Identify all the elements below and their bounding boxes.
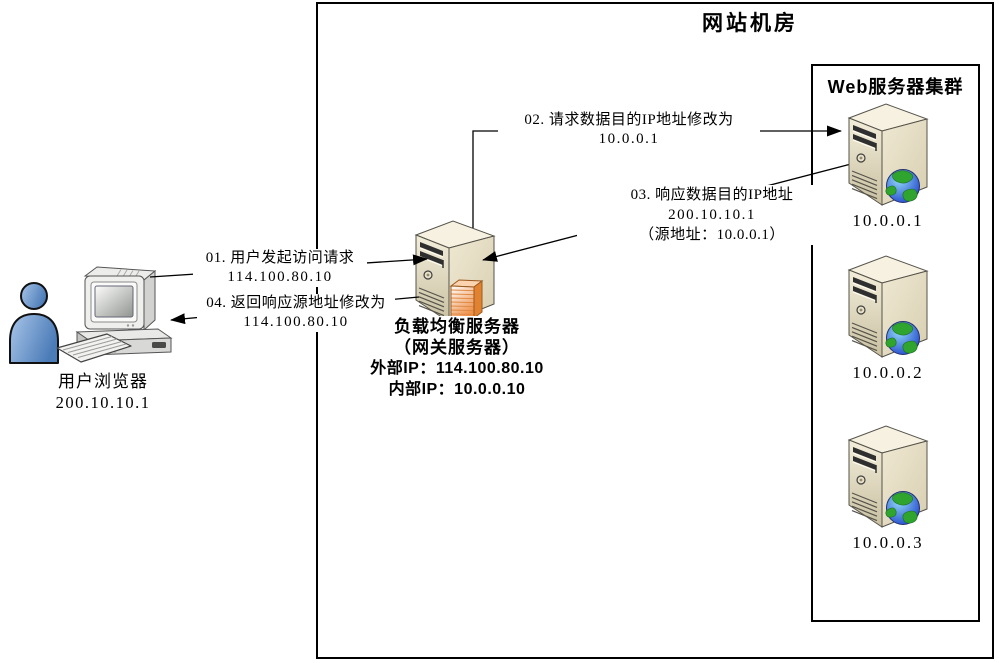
server-ip-label: 10.0.0.2 xyxy=(852,363,924,382)
flow-02-text: 02. 请求数据目的IP地址修改为 xyxy=(524,112,734,128)
flow-label-03: 03. 响应数据目的IP地址 200.10.10.1 （源地址：10.0.0.1… xyxy=(577,185,847,245)
flow-01-text: 01. 用户发起访问请求 xyxy=(205,250,355,266)
client-name: 用户浏览器 xyxy=(58,372,148,391)
flow-label-01: 01. 用户发起访问请求 114.100.80.10 xyxy=(193,249,367,287)
server-ip-label: 10.0.0.3 xyxy=(852,533,924,552)
flow-04-text: 04. 返回响应源地址修改为 xyxy=(206,295,386,311)
load-balancer-caption: 负载均衡服务器 （网关服务器） 外部IP：114.100.80.10 内部IP：… xyxy=(344,316,570,400)
cluster-title: Web服务器集群 xyxy=(827,77,964,97)
web-server-1: 10.0.0.1 xyxy=(836,101,940,231)
server-tower-globe-icon xyxy=(846,101,930,209)
page-title: 网站机房 xyxy=(702,12,798,35)
web-cluster-box xyxy=(811,64,980,622)
load-balancer-external-ip: 外部IP：114.100.80.10 xyxy=(370,360,544,377)
web-server-3: 10.0.0.3 xyxy=(836,423,940,553)
flow-01-ip: 114.100.80.10 xyxy=(227,269,333,285)
flow-02-ip: 10.0.0.1 xyxy=(598,131,660,147)
load-balancer-subtitle: （网关服务器） xyxy=(394,338,520,357)
server-tower-globe-icon xyxy=(846,423,930,531)
server-ip-label: 10.0.0.1 xyxy=(852,211,924,230)
server-tower-firewall-icon xyxy=(413,218,497,326)
client-ip: 200.10.10.1 xyxy=(55,393,151,412)
load-balancer-title: 负载均衡服务器 xyxy=(394,317,520,336)
flow-03-source: （源地址：10.0.0.1） xyxy=(639,227,785,243)
load-balancer-internal-ip: 内部IP：10.0.0.10 xyxy=(388,381,526,398)
flow-label-02: 02. 请求数据目的IP地址修改为 10.0.0.1 xyxy=(498,111,760,149)
person-icon xyxy=(9,282,59,364)
flow-04-ip: 114.100.80.10 xyxy=(243,314,349,330)
flow-label-04: 04. 返回响应源地址修改为 114.100.80.10 xyxy=(197,294,395,332)
desktop-computer-icon xyxy=(56,266,172,363)
flow-03-text: 03. 响应数据目的IP地址 xyxy=(630,187,794,203)
web-server-2: 10.0.0.2 xyxy=(836,253,940,383)
server-tower-globe-icon xyxy=(846,253,930,361)
client-label: 用户浏览器 200.10.10.1 xyxy=(28,371,178,413)
flow-03-ip: 200.10.10.1 xyxy=(668,207,756,223)
